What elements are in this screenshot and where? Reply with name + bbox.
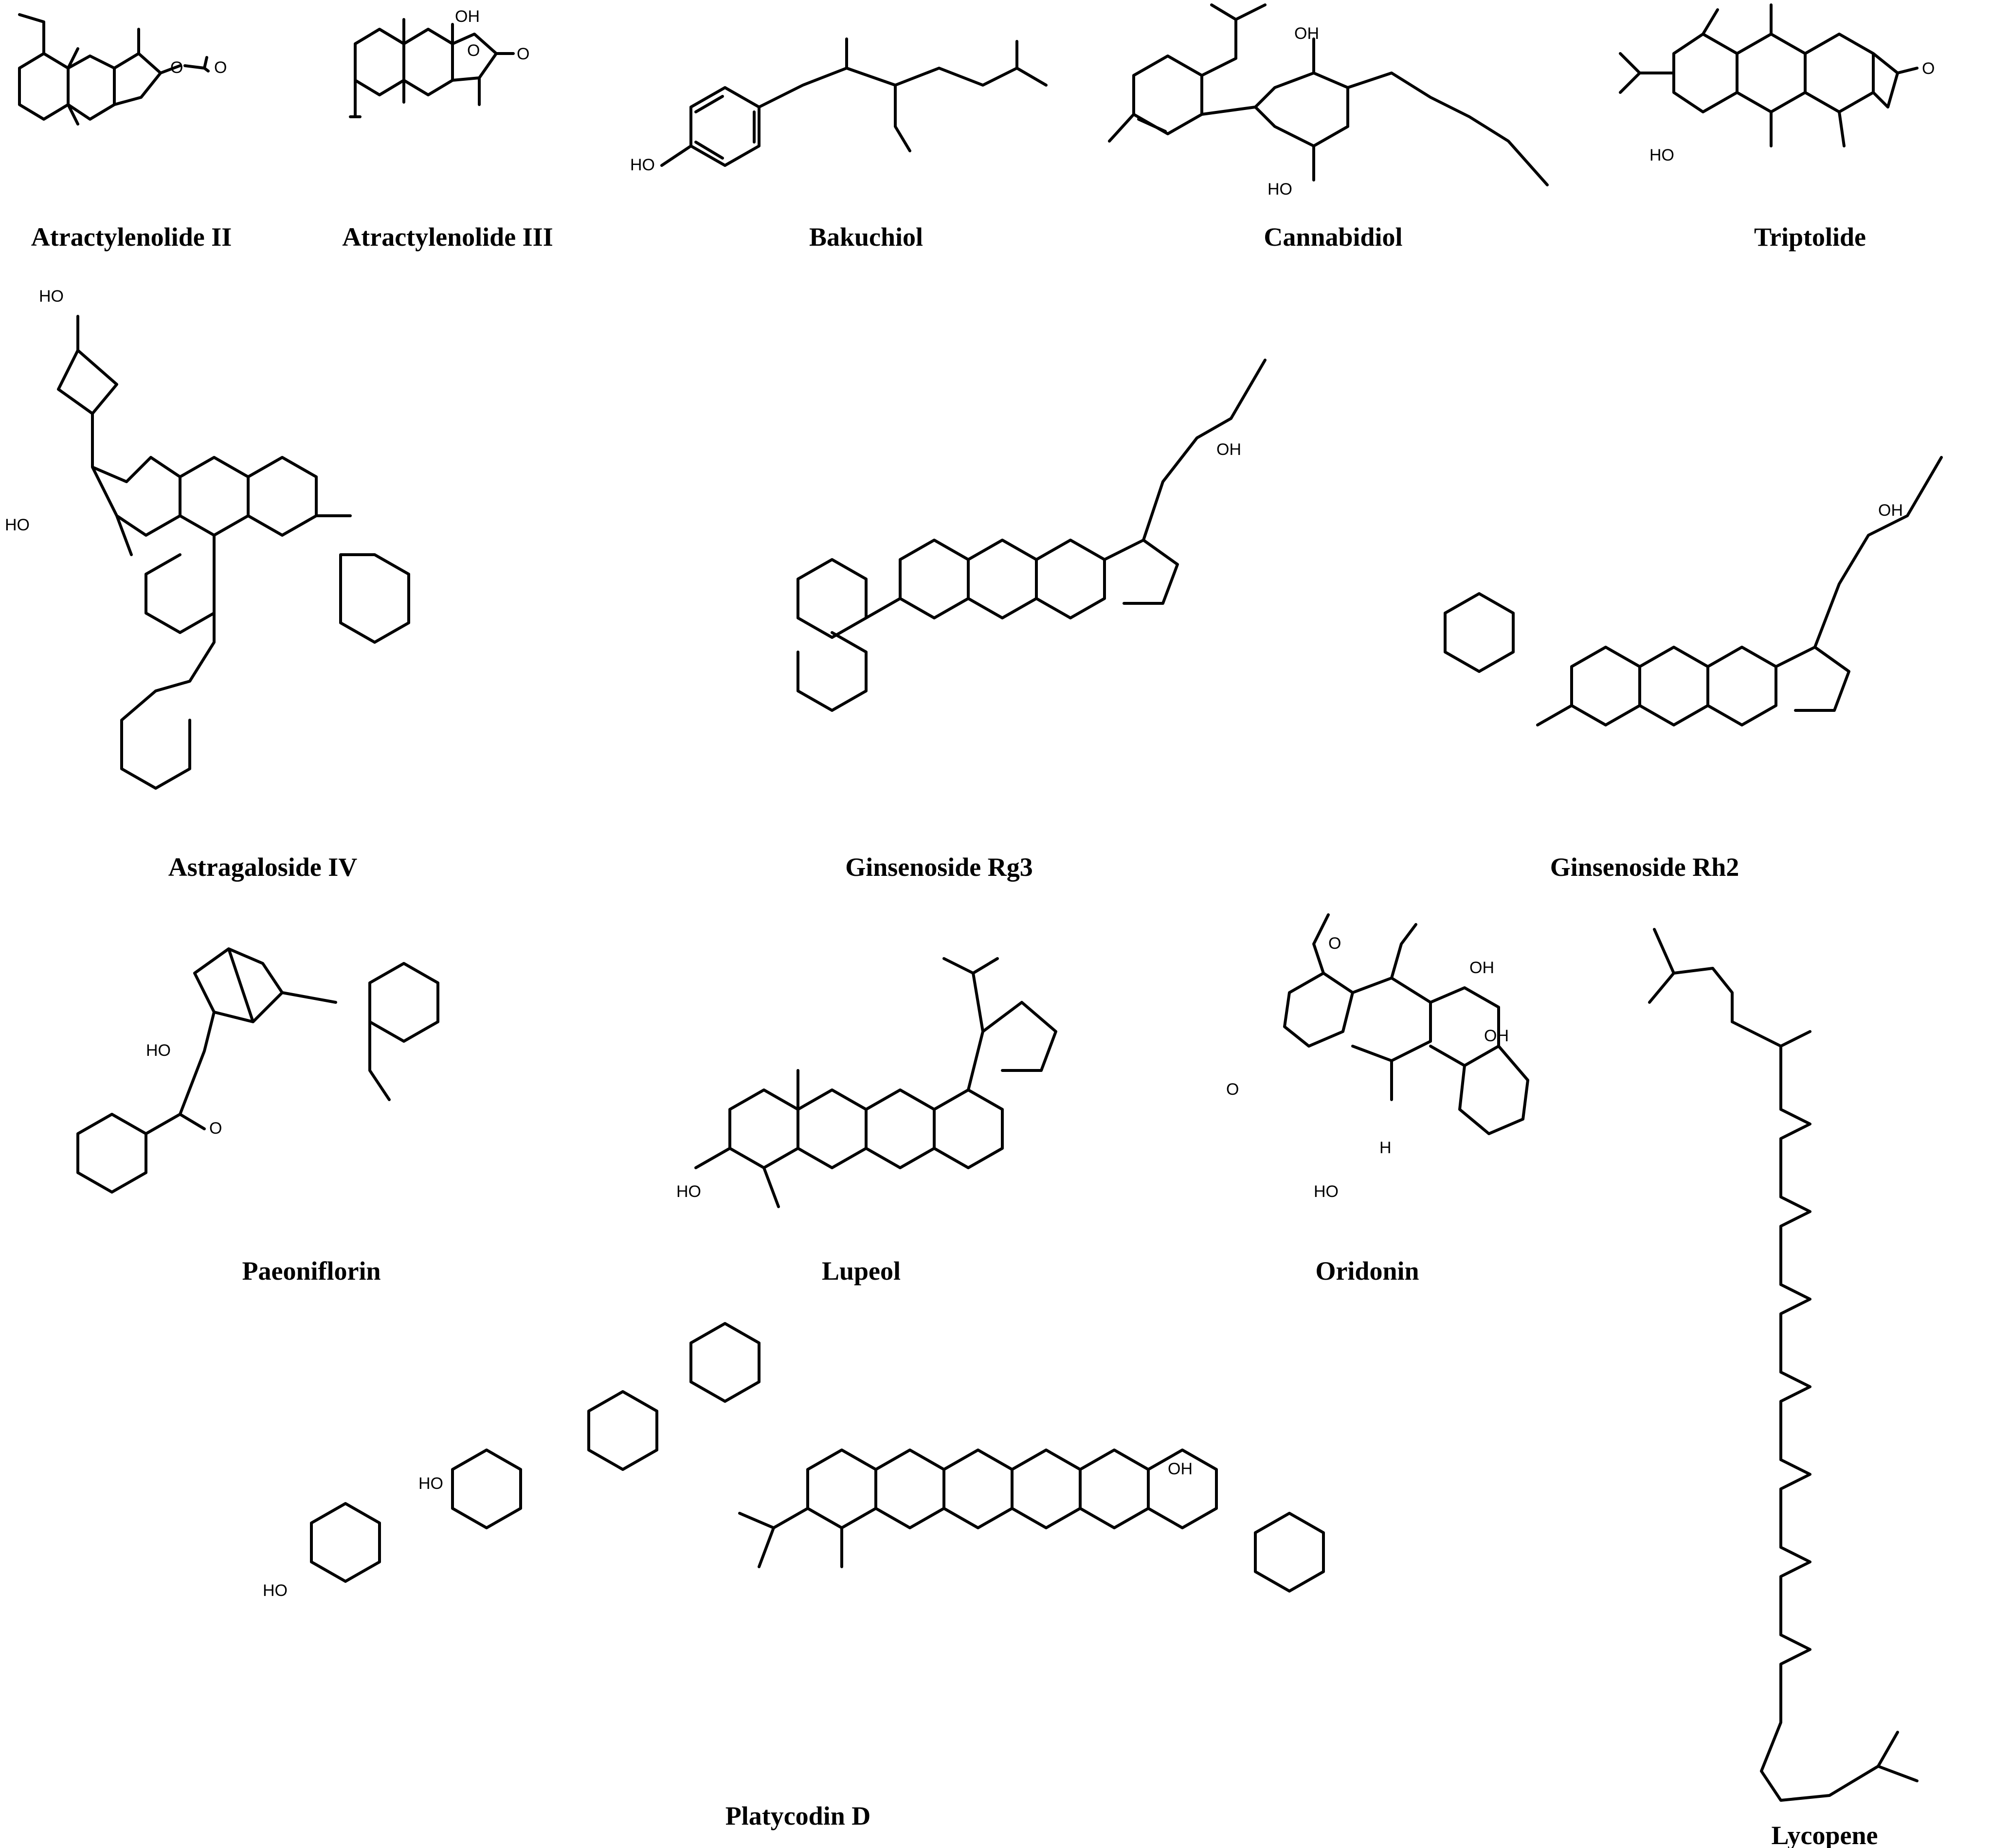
caption-ginsenoside-rg3: Ginsenoside Rg3 — [845, 852, 1033, 882]
structure-triptolide: O HO Triptolide — [1619, 3, 1935, 252]
caption-astragaloside-iv: Astragaloside IV — [168, 852, 358, 882]
structure-cannabidiol: OH HO Cannabidiol — [1108, 3, 1549, 252]
atom-o-carbonyl: O — [209, 1119, 222, 1138]
caption-lupeol: Lupeol — [822, 1256, 901, 1286]
atom-o-ketone: O — [1328, 934, 1341, 953]
caption-paeoniflorin: Paeoniflorin — [242, 1256, 381, 1286]
atom-oh: OH — [455, 7, 480, 26]
atom-oh-top: OH — [1469, 959, 1494, 977]
atom-h: H — [1379, 1139, 1392, 1157]
atom-ho-left: HO — [5, 516, 30, 534]
atom-oh-side: OH — [1878, 501, 1903, 520]
structure-atractylenolide-ii: O O Atractylenolide II — [18, 13, 232, 252]
caption-lycopene: Lycopene — [1771, 1821, 1878, 1848]
atom-oh-side: OH — [1216, 440, 1241, 459]
atom-methoxy-o: O — [1226, 1080, 1239, 1099]
atom-o-carbonyl: O — [214, 58, 227, 77]
atom-o-carbonyl: O — [1922, 59, 1935, 78]
caption-bakuchiol: Bakuchiol — [809, 222, 923, 252]
atom-oh-right: OH — [1484, 1027, 1509, 1045]
atom-o-carbonyl: O — [517, 45, 529, 63]
atom-ho-a: HO — [418, 1474, 443, 1493]
atom-ho-b: HO — [263, 1581, 288, 1600]
structure-ginsenoside-rh2: OH Ginsenoside Rh2 — [1444, 456, 1943, 882]
structure-paeoniflorin: HO O Paeoniflorin — [76, 947, 439, 1286]
structure-bakuchiol: HO Bakuchiol — [630, 37, 1048, 252]
caption-oridonin: Oridonin — [1315, 1256, 1419, 1286]
structure-oridonin: O OH OH O HO H Oridonin — [1226, 913, 1529, 1286]
atom-o-ring: O — [467, 41, 480, 60]
caption-platycodin-d: Platycodin D — [725, 1801, 871, 1830]
atom-o-ring: O — [170, 58, 183, 77]
caption-atractylenolide-ii: Atractylenolide II — [31, 222, 232, 252]
atom-ho-top: HO — [39, 287, 64, 306]
atom-oh-top: OH — [1294, 24, 1319, 43]
structure-lycopene: Lycopene — [1648, 928, 1919, 1848]
structure-atractylenolide-iii: OH O O Atractylenolide III — [342, 7, 553, 252]
structure-astragaloside-iv: HO HO Astragaloside IV — [5, 287, 410, 882]
caption-ginsenoside-rh2: Ginsenoside Rh2 — [1550, 852, 1739, 882]
atom-ho: HO — [676, 1182, 701, 1201]
atom-ho: HO — [1649, 146, 1674, 164]
caption-atractylenolide-iii: Atractylenolide III — [342, 222, 553, 252]
atom-ho-bottom: HO — [1314, 1182, 1339, 1201]
atom-ho-bottom: HO — [1268, 180, 1292, 199]
structure-platycodin-d: OH HO HO Platycodin D — [263, 1322, 1325, 1830]
caption-cannabidiol: Cannabidiol — [1264, 222, 1402, 252]
structure-ginsenoside-rg3: OH Ginsenoside Rg3 — [797, 359, 1267, 882]
structure-lupeol: HO Lupeol — [676, 957, 1057, 1286]
atom-oh-a: OH — [1168, 1460, 1193, 1478]
atom-ho: HO — [146, 1041, 171, 1060]
caption-triptolide: Triptolide — [1754, 222, 1866, 252]
atom-ho: HO — [630, 156, 655, 174]
